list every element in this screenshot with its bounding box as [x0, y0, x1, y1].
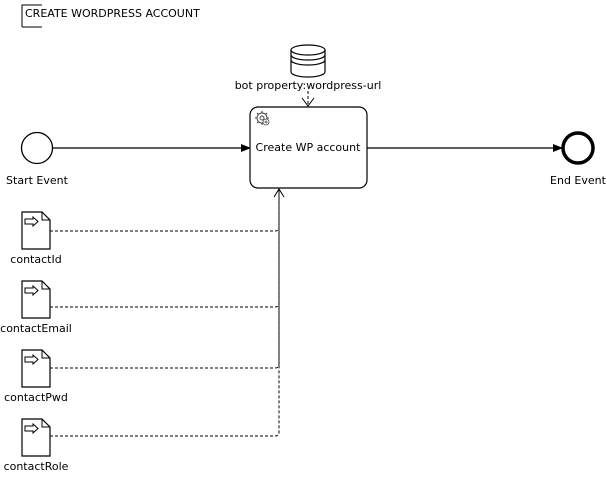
data-store-label: bot property:wordpress-url — [235, 79, 382, 92]
data-input-contactId[interactable]: contactId — [10, 211, 62, 266]
data-input-association — [50, 189, 280, 232]
data-input-label: contactRole — [4, 460, 69, 473]
input-arrow-icon — [24, 215, 39, 228]
task-create-wp-account[interactable]: Create WP account — [249, 106, 368, 189]
input-arrow-icon — [24, 353, 39, 366]
data-store-association — [301, 91, 315, 107]
end-event[interactable]: End Event — [550, 131, 607, 187]
data-input-label: contactId — [10, 253, 61, 266]
task-label: Create WP account — [256, 141, 362, 154]
end-event-label: End Event — [550, 174, 607, 187]
start-event[interactable]: Start Event — [6, 131, 69, 188]
gear-icon — [255, 111, 270, 126]
data-input-label: contactPwd — [4, 391, 68, 404]
input-arrow-icon — [24, 284, 39, 297]
association-arrowhead — [273, 188, 285, 198]
data-input-contactPwd[interactable]: contactPwd — [4, 349, 68, 404]
data-input-contactRole[interactable]: contactRole — [4, 418, 69, 473]
input-arrow-icon — [24, 422, 39, 435]
data-inputs: contactId contactEmail contactPwd contactRo… — [0, 188, 285, 473]
data-input-association — [50, 189, 280, 369]
data-input-contactEmail[interactable]: contactEmail — [0, 280, 72, 335]
data-store[interactable]: bot property:wordpress-url — [235, 44, 382, 92]
start-event-label: Start Event — [6, 174, 69, 187]
data-input-association — [50, 189, 280, 437]
diagram-title: CREATE WORDPRESS ACCOUNT — [21, 4, 200, 28]
data-input-association — [50, 189, 280, 308]
data-input-label: contactEmail — [0, 322, 72, 335]
diagram-title-text: CREATE WORDPRESS ACCOUNT — [25, 7, 200, 20]
